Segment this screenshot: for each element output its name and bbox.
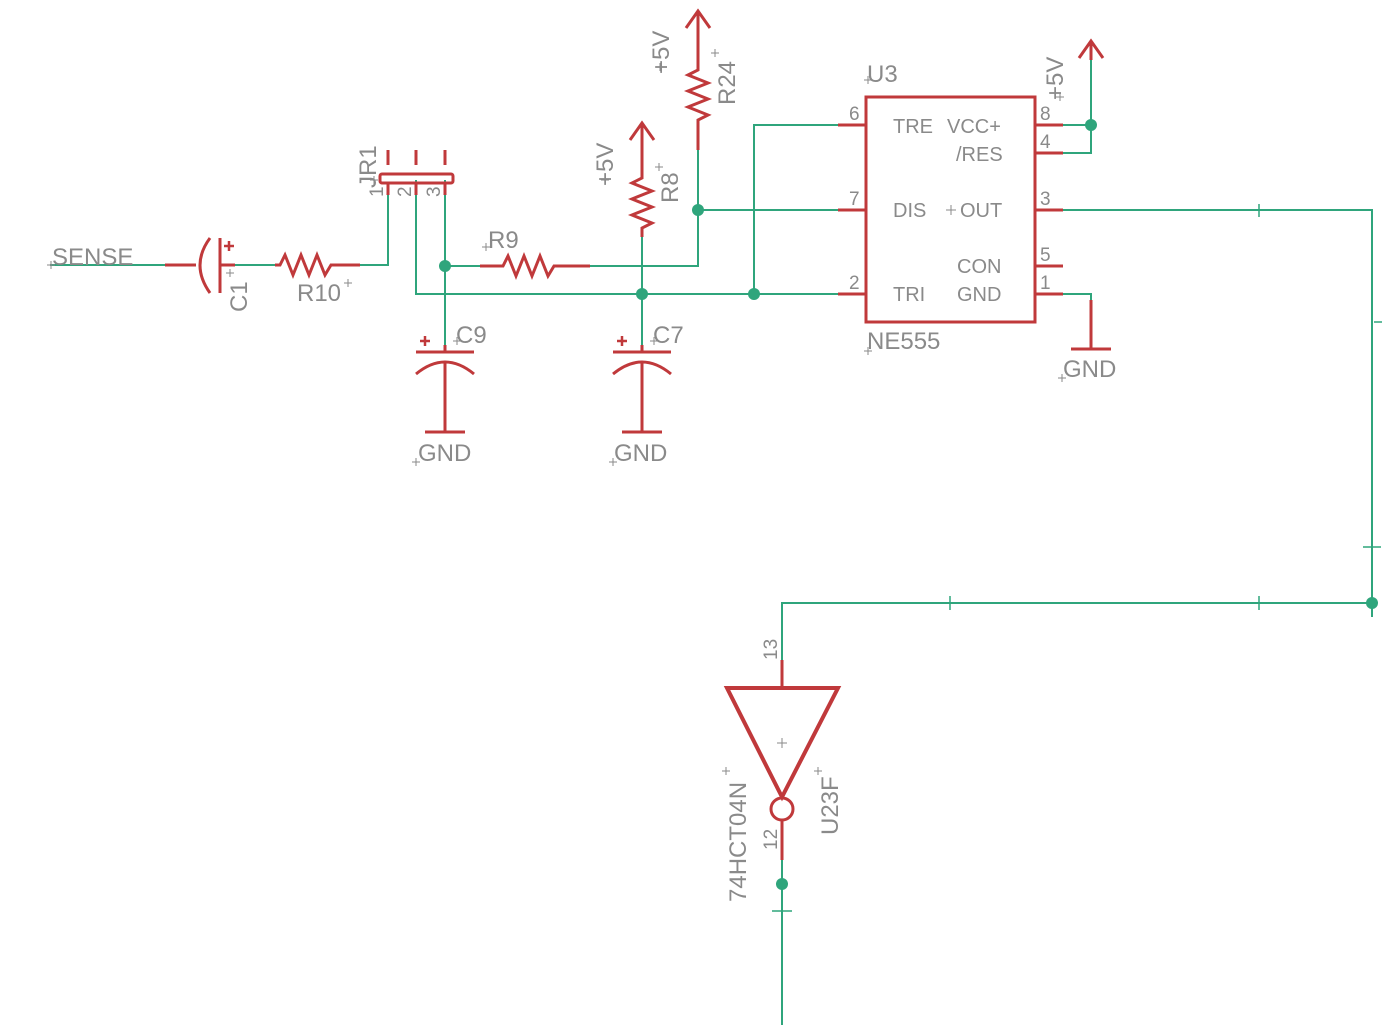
junction-dot (692, 204, 704, 216)
r10-symbol[interactable] (275, 250, 360, 280)
r8-supply-label: +5V (592, 143, 619, 186)
r8-label: R8 (657, 172, 684, 203)
u3-func-dis: DIS (893, 200, 926, 222)
r8-symbol[interactable] (627, 125, 657, 237)
c1-symbol[interactable] (165, 237, 235, 294)
c7-gnd-label: GND (614, 440, 667, 467)
r8-supply-arrow (628, 120, 656, 141)
u3-func-tri: TRI (893, 284, 925, 306)
c7-label: C7 (653, 322, 684, 349)
wire-inverter-in[interactable] (781, 602, 1372, 688)
junction-dot (1366, 597, 1378, 609)
junction-dot (439, 260, 451, 272)
u3-pin-3: 3 (1040, 189, 1051, 210)
u3-pin-2: 2 (849, 273, 860, 294)
wire-r24-dis[interactable] (697, 150, 866, 211)
wire-ticks (772, 204, 1382, 912)
c1-label: C1 (226, 281, 253, 312)
jr1-pin-2: 2 (395, 186, 416, 197)
c9-symbol[interactable] (415, 336, 475, 434)
junction-dot (636, 288, 648, 300)
sense-net-label: SENSE (52, 244, 133, 271)
u3-func-res: /RES (956, 144, 1003, 166)
u3-func-vcc: VCC+ (947, 116, 1001, 138)
wire-r10-jr1[interactable] (360, 185, 389, 266)
inverter-value-label: 74HCT04N (725, 782, 752, 902)
r9-symbol[interactable] (480, 251, 590, 281)
wire-jr1-pin2-trigger[interactable] (415, 180, 866, 295)
r24-supply-label: +5V (648, 31, 675, 74)
u3-supply-label: +5V (1042, 57, 1069, 100)
u3-func-tre: TRE (893, 116, 933, 138)
u3-func-out: OUT (960, 200, 1002, 222)
jr1-pin-3: 3 (424, 186, 445, 197)
junction-dot (748, 288, 760, 300)
wire-out[interactable] (1036, 209, 1373, 603)
junction-dot (1085, 119, 1097, 131)
u3-pin-4: 4 (1040, 132, 1051, 153)
net-wires (50, 60, 1373, 1025)
jr1-symbol[interactable] (378, 150, 455, 195)
jr1-label: JR1 (355, 145, 382, 188)
r24-supply-arrow (684, 8, 712, 29)
r9-label: R9 (488, 227, 519, 254)
inverter-label: U23F (817, 776, 844, 835)
r10-label: R10 (297, 280, 341, 307)
r24-symbol[interactable] (683, 12, 713, 150)
jr1-pin-1: 1 (367, 186, 388, 197)
wire-threshold[interactable] (753, 124, 866, 294)
u3-pin-8: 8 (1040, 104, 1051, 125)
u3-func-con: CON (957, 256, 1001, 278)
c7-symbol[interactable] (612, 336, 672, 434)
u3-label: U3 (867, 61, 898, 88)
u3-pin-6: 6 (849, 104, 860, 125)
u3-pin-7: 7 (849, 189, 860, 210)
gnd-symbol-u3 (1071, 300, 1111, 351)
junctions (439, 119, 1378, 890)
u3-pin-5: 5 (1040, 245, 1051, 266)
inverter-pin-out: 12 (761, 829, 782, 850)
inverter-pin-in: 13 (761, 639, 782, 660)
origin-markers (47, 49, 1066, 775)
wire-vcc-reset[interactable] (1036, 124, 1092, 154)
c9-gnd-label: GND (418, 440, 471, 467)
junction-dot (776, 878, 788, 890)
u3-supply-arrow (1077, 38, 1105, 60)
u3-pin-1: 1 (1040, 273, 1051, 294)
r24-label: R24 (714, 61, 741, 105)
u3-gnd-label: GND (1063, 356, 1116, 383)
u3-body[interactable] (838, 95, 1063, 324)
inverter-symbol[interactable] (723, 660, 842, 860)
c9-label: C9 (456, 322, 487, 349)
wire-gnd-pin[interactable] (1036, 293, 1092, 345)
wire-r9-node[interactable] (590, 210, 699, 267)
ne555-label: NE555 (867, 328, 940, 355)
u3-func-gnd: GND (957, 284, 1001, 306)
